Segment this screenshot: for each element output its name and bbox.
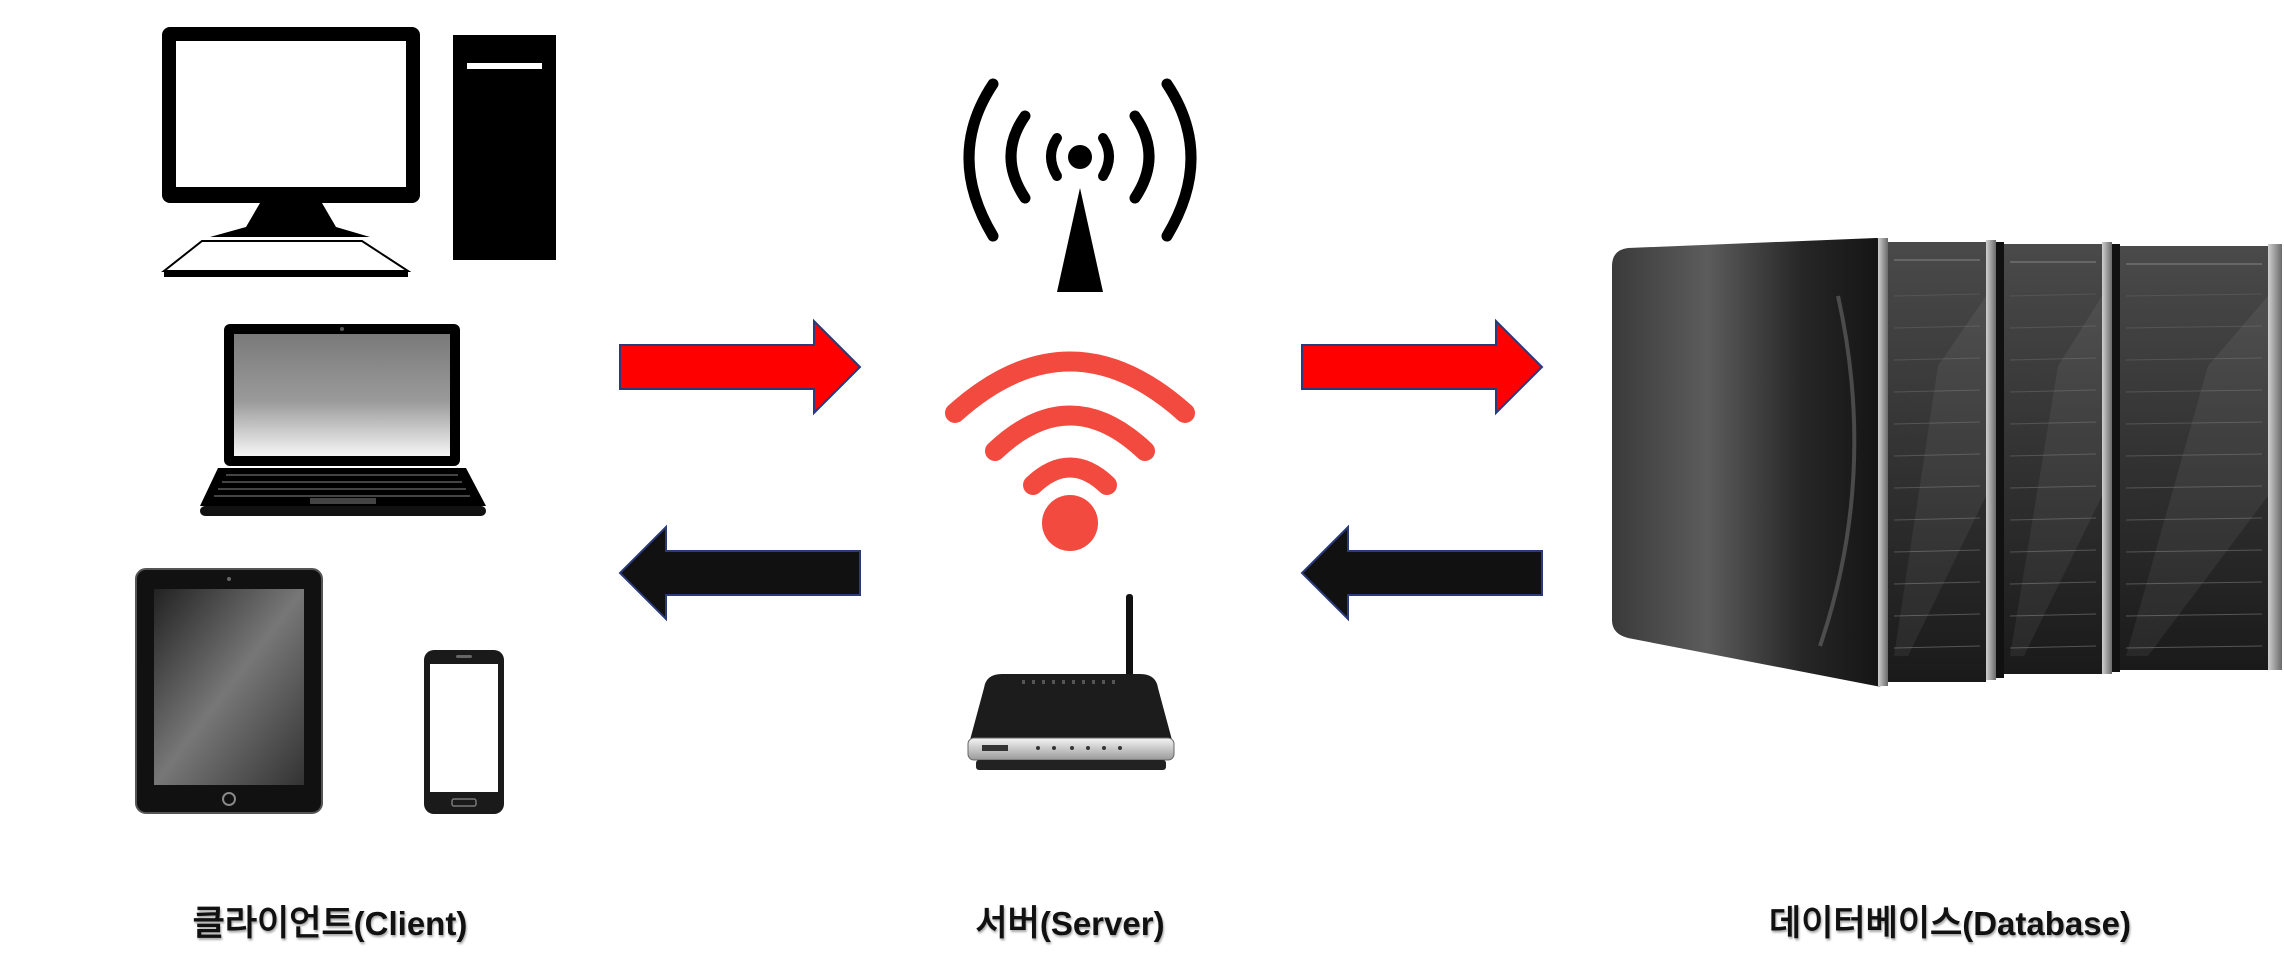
database-label-ko: 데이터베이스 (1769, 904, 1963, 944)
tablet-icon (135, 568, 323, 814)
laptop-icon (200, 324, 486, 516)
smartphone-icon (424, 650, 504, 814)
antenna-tower-icon (963, 78, 1197, 292)
wifi-icon (945, 351, 1195, 551)
server-label-en: (Server) (1039, 905, 1165, 942)
request-arrow-client-to-server (619, 318, 862, 416)
server-label-ko: 서버 (975, 904, 1040, 944)
response-arrow-database-to-server (1300, 524, 1543, 622)
router-icon (967, 594, 1175, 770)
server-label: 서버(Server) (940, 895, 1200, 946)
server-rack-icon (1612, 238, 2282, 687)
desktop-computer-icon (161, 27, 556, 277)
request-arrow-server-to-database (1301, 318, 1544, 416)
database-label-en: (Database) (1962, 905, 2131, 942)
client-group (120, 20, 560, 820)
client-label-en: (Client) (353, 905, 468, 942)
response-arrow-server-to-client (618, 524, 861, 622)
client-label-ko: 클라이언트 (192, 904, 354, 944)
client-label: 클라이언트(Client) (170, 895, 490, 946)
database-label: 데이터베이스(Database) (1740, 895, 2160, 946)
